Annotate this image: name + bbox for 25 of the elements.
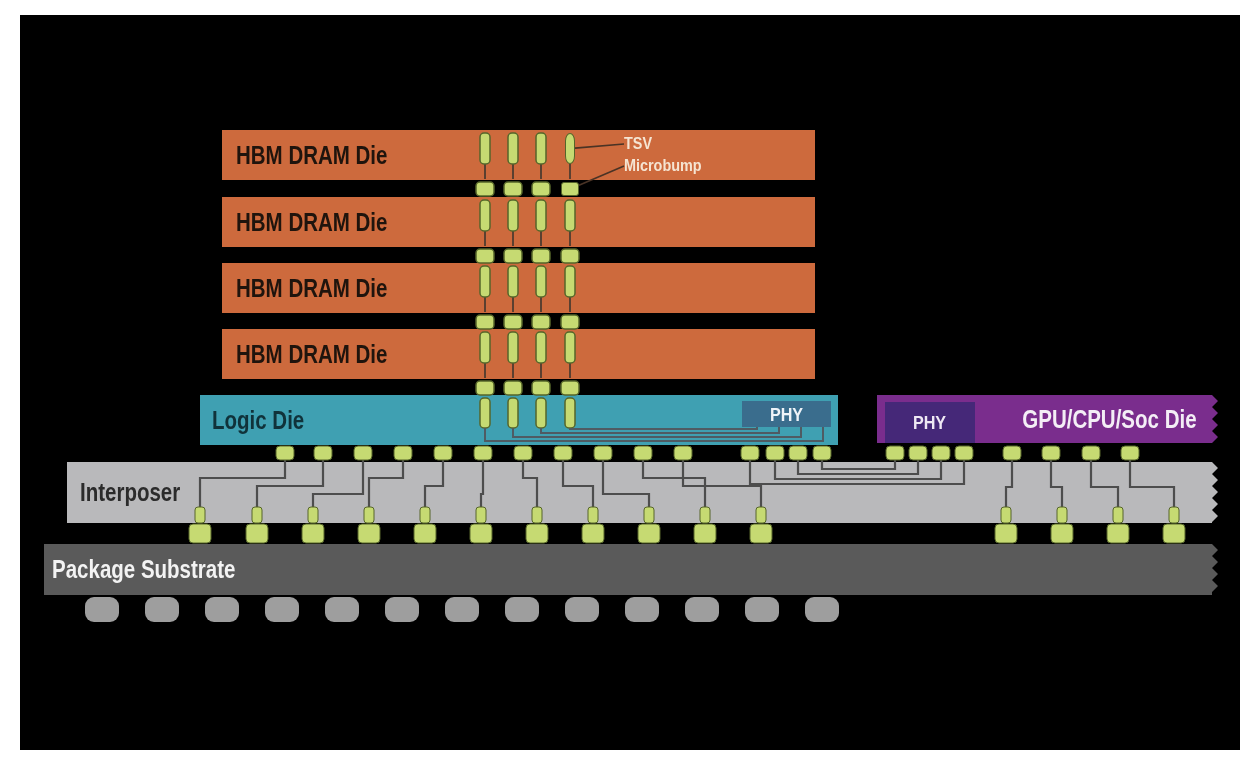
phy-label: PHY	[769, 404, 804, 424]
callout-label: TSV	[624, 136, 652, 152]
phy-block	[742, 401, 831, 427]
die-label: HBM DRAM Die	[236, 209, 388, 235]
layer-label: Interposer	[80, 480, 181, 505]
die-label: HBM DRAM Die	[236, 341, 388, 367]
die-label: HBM DRAM Die	[236, 275, 388, 301]
layer-label: Package Substrate	[52, 557, 236, 582]
processor-die-layer	[877, 395, 1218, 443]
dram-die-layer	[222, 197, 815, 247]
die-label: Logic Die	[212, 407, 305, 433]
dram-die-layer	[222, 263, 815, 313]
phy-label: PHY	[913, 413, 947, 432]
dram-die-layer	[222, 130, 815, 180]
die-label: HBM DRAM Die	[236, 142, 388, 168]
tsv-pillar	[565, 133, 575, 164]
die-label: GPU/CPU/Soc Die	[1022, 406, 1197, 432]
interposer-layer	[67, 462, 1218, 523]
dram-die-layer	[222, 329, 815, 379]
leader-line	[578, 165, 625, 186]
phy-block	[885, 402, 975, 443]
leader-line	[574, 143, 625, 149]
substrate-layer	[44, 544, 1218, 595]
microbump	[561, 182, 579, 196]
callout-label: Microbump	[624, 158, 702, 174]
